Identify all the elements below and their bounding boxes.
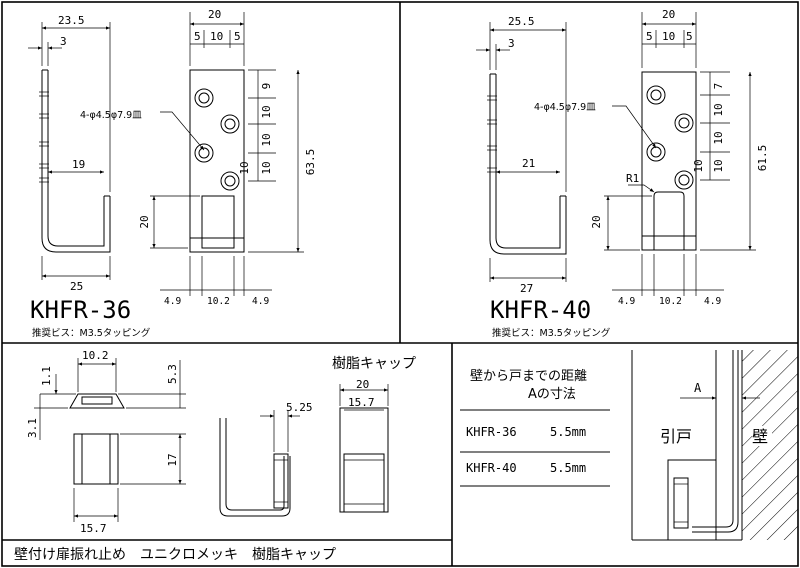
table-row-2-model: KHFR-40 — [466, 461, 517, 475]
model-left: 23.5 3 19 25 — [28, 8, 317, 339]
left-side-inner-dim: 19 — [72, 158, 85, 171]
table-header-1: 壁から戸までの距離 — [470, 369, 587, 384]
right-side-inner-dim: 21 — [522, 157, 535, 170]
right-side-bottom-dim: 27 — [520, 282, 533, 295]
resin-cap-detail: 樹脂キャップ 10.2 1.1 5.3 3.1 17 15.7 — [26, 349, 416, 535]
left-pitch-5: 10 — [238, 161, 251, 174]
footer-caption: 壁付け扉振れ止め ユニクロメッキ 樹脂キャップ — [14, 547, 336, 563]
right-side-lip-dim: 3 — [508, 37, 515, 50]
cap-front-inner: 15.7 — [348, 396, 375, 409]
left-bottom-2: 10.2 — [207, 296, 230, 307]
cap-body-height: 17 — [166, 453, 179, 466]
left-hole-callout: 4-φ4.5φ7.9皿 — [80, 110, 142, 121]
left-front-height: 63.5 — [304, 149, 317, 176]
mounting-holes-right — [646, 85, 694, 190]
mounting-holes-left — [194, 88, 240, 191]
left-bottom-3: 4.9 — [252, 296, 269, 307]
right-front-w1: 5 — [646, 30, 653, 43]
right-bottom-1: 4.9 — [618, 296, 635, 307]
right-front-width: 20 — [662, 8, 675, 21]
right-radius-label: R1 — [626, 172, 639, 185]
right-bottom-3: 4.9 — [704, 296, 721, 307]
distance-table: 壁から戸までの距離 Aの寸法 KHFR-36 5.5mm KHFR-40 5.5… — [460, 369, 610, 487]
left-pitch-3: 10 — [260, 133, 273, 146]
left-screw-note: 推奨ビス：M3.5タッピング — [32, 327, 151, 339]
cap-title: 樹脂キャップ — [332, 356, 416, 372]
left-model-name: KHFR-36 — [30, 296, 131, 324]
right-front-w2: 10 — [662, 30, 675, 43]
right-pitch-2: 10 — [712, 103, 725, 116]
left-side-top-dim: 23.5 — [58, 14, 85, 27]
right-hole-callout: 4-φ4.5φ7.9皿 — [534, 102, 596, 113]
right-bottom-2: 10.2 — [659, 296, 682, 307]
side-view-left: 23.5 3 19 25 — [28, 14, 111, 293]
wall-installation-detail: A 引戸 壁 — [631, 350, 798, 541]
left-front-w2: 10 — [210, 30, 223, 43]
table-row-1-value: 5.5mm — [550, 425, 586, 439]
left-pitch-2: 10 — [260, 105, 273, 118]
sliding-door-label: 引戸 — [660, 427, 692, 446]
left-front-w3: 5 — [234, 30, 241, 43]
model-right: 25.5 3 21 27 — [476, 8, 769, 339]
left-side-lip-dim: 3 — [60, 35, 67, 48]
right-screw-note: 推奨ビス：M3.5タッピング — [492, 327, 611, 339]
table-header-2: Aの寸法 — [528, 387, 576, 402]
right-front-height: 61.5 — [756, 145, 769, 172]
left-front-width: 20 — [208, 8, 221, 21]
cap-side-offset: 5.25 — [286, 401, 313, 414]
left-bottom-1: 4.9 — [164, 296, 181, 307]
dimension-a-label: A — [694, 381, 702, 395]
left-front-w1: 5 — [194, 30, 201, 43]
right-pitch-3: 10 — [712, 131, 725, 144]
cap-top-thickness: 1.1 — [40, 366, 53, 386]
right-pitch-4: 10 — [712, 159, 725, 172]
right-slot-height: 20 — [590, 215, 603, 228]
left-slot-height: 20 — [138, 215, 151, 228]
wall-label: 壁 — [752, 427, 768, 446]
right-front-w3: 5 — [686, 30, 693, 43]
right-pitch-5: 10 — [692, 159, 705, 172]
left-pitch-4: 10 — [260, 161, 273, 174]
front-view-right: 20 5 10 5 4-φ4.5φ7.9皿 7 10 10 10 10 61.5 — [534, 8, 769, 307]
cap-front-width: 20 — [356, 378, 369, 391]
left-pitch-1: 9 — [260, 83, 273, 90]
front-view-left: 20 5 10 5 4-φ4.5φ7.9皿 9 10 10 10 10 — [80, 8, 317, 307]
cap-top-width: 10.2 — [82, 349, 109, 362]
side-view-right: 25.5 3 21 27 — [476, 15, 567, 295]
cap-body-width: 15.7 — [80, 522, 107, 535]
right-side-top-dim: 25.5 — [508, 15, 535, 28]
table-row-1-model: KHFR-36 — [466, 425, 517, 439]
right-model-name: KHFR-40 — [490, 296, 591, 324]
cap-top-height: 5.3 — [166, 364, 179, 384]
left-side-bottom-dim: 25 — [70, 280, 83, 293]
table-row-2-value: 5.5mm — [550, 461, 586, 475]
cap-left-height: 3.1 — [26, 418, 39, 438]
right-pitch-1: 7 — [712, 83, 725, 90]
